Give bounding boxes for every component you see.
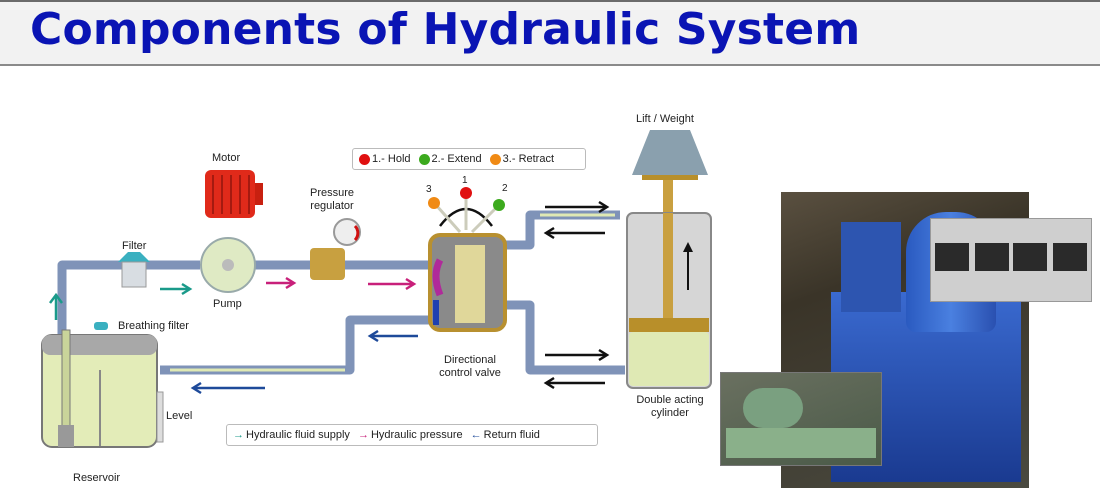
legend-hold: 1.- Hold (359, 153, 411, 165)
motor-label: Motor (212, 152, 241, 164)
legend-return-fluid: ←Return fluid (470, 429, 540, 441)
arrow-left-icon: ← (470, 429, 482, 441)
title-bar: Components of Hydraulic System (0, 0, 1100, 66)
return-pipe (160, 315, 440, 375)
orange-dot-icon (489, 153, 501, 165)
motor-icon (205, 170, 263, 218)
lever-2-label: 2 (502, 183, 508, 194)
green-hydraulic-unit-photo (720, 372, 882, 466)
red-dot-icon (359, 153, 370, 165)
lever-1-label: 1 (462, 175, 468, 186)
legend-retract: 3.- Retract (489, 153, 554, 165)
legend-hydraulic-pressure: →Hydraulic pressure (357, 429, 463, 441)
flow-legend: →Hydraulic fluid supply →Hydraulic press… (226, 424, 598, 446)
breathing-filter-label: Breathing filter (118, 320, 189, 332)
arrow-right-icon: → (233, 429, 244, 441)
pressure-regulator-icon (310, 218, 361, 280)
pump-label: Pump (213, 298, 242, 310)
page-title: Components of Hydraulic System (30, 4, 861, 55)
reservoir-icon (41, 322, 164, 448)
lever-3-label: 3 (426, 184, 432, 195)
reservoir-label: Reservoir (73, 472, 121, 484)
legend-extend: 2.- Extend (418, 153, 482, 165)
filter-label: Filter (122, 240, 147, 252)
legend-fluid-supply: →Hydraulic fluid supply (233, 429, 350, 441)
power-packs-photo (930, 218, 1092, 302)
filter-icon (118, 252, 150, 288)
pump-icon (200, 237, 256, 293)
level-label: Level (166, 410, 193, 422)
valve-to-cylinder-top-pipe (505, 210, 620, 250)
green-dot-icon (418, 153, 430, 165)
supply-pipe (57, 260, 200, 350)
valve-position-legend: 1.- Hold 2.- Extend 3.- Retract (352, 148, 586, 170)
arrow-right-icon: → (357, 429, 369, 441)
directional-valve-icon (428, 187, 507, 332)
valve-to-cylinder-bottom-pipe (505, 300, 625, 375)
double-acting-cylinder-icon (626, 130, 712, 389)
lift-weight-label: Lift / Weight (636, 113, 694, 125)
